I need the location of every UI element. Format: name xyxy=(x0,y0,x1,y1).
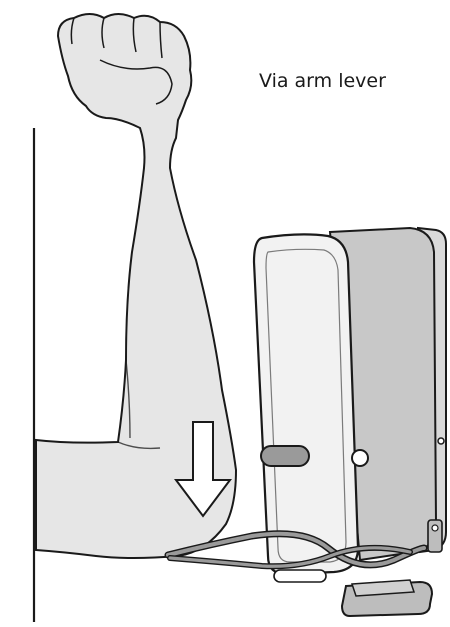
bracket-screw-icon xyxy=(432,525,438,531)
caption-label: Via arm lever xyxy=(259,70,386,92)
nozzle-slot xyxy=(274,570,326,582)
mount-hole-icon xyxy=(438,438,444,444)
lock-icon xyxy=(352,450,368,466)
level-window xyxy=(261,446,309,466)
